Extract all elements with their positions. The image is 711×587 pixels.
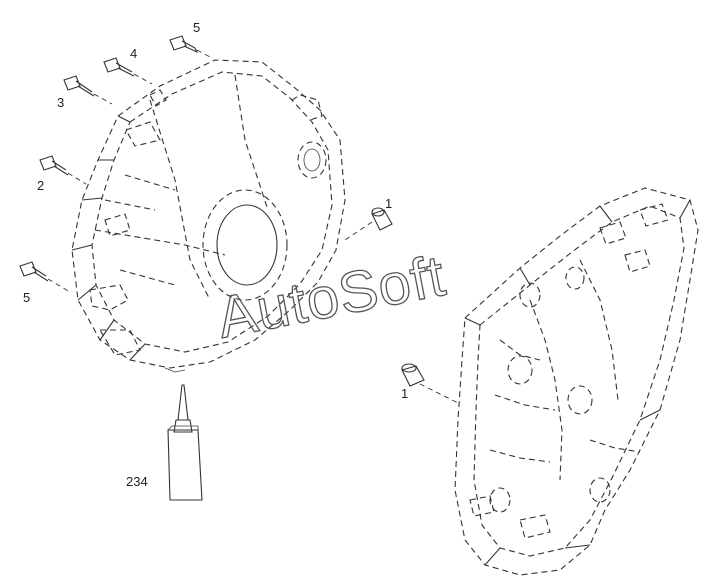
bolt-5-top: [169, 35, 213, 59]
callout-4: 4: [130, 46, 137, 61]
callout-5-lower: 5: [23, 290, 30, 305]
callout-2: 2: [37, 178, 44, 193]
sealant-tube: [167, 384, 203, 501]
callout-5-top: 5: [193, 20, 200, 35]
bolt-2: [39, 155, 87, 185]
callout-234: 234: [126, 474, 148, 489]
timing-cover: [454, 187, 699, 576]
bolt-3: [63, 75, 113, 105]
plug-1-right: [344, 207, 393, 241]
bolt-4: [103, 57, 153, 85]
bolt-5-lower: [19, 261, 71, 293]
callout-1-lower: 1: [401, 386, 408, 401]
callout-3: 3: [57, 95, 64, 110]
callout-1-right: 1: [385, 196, 392, 211]
flywheel-housing: [71, 59, 346, 373]
plug-1-lower: [401, 363, 461, 405]
